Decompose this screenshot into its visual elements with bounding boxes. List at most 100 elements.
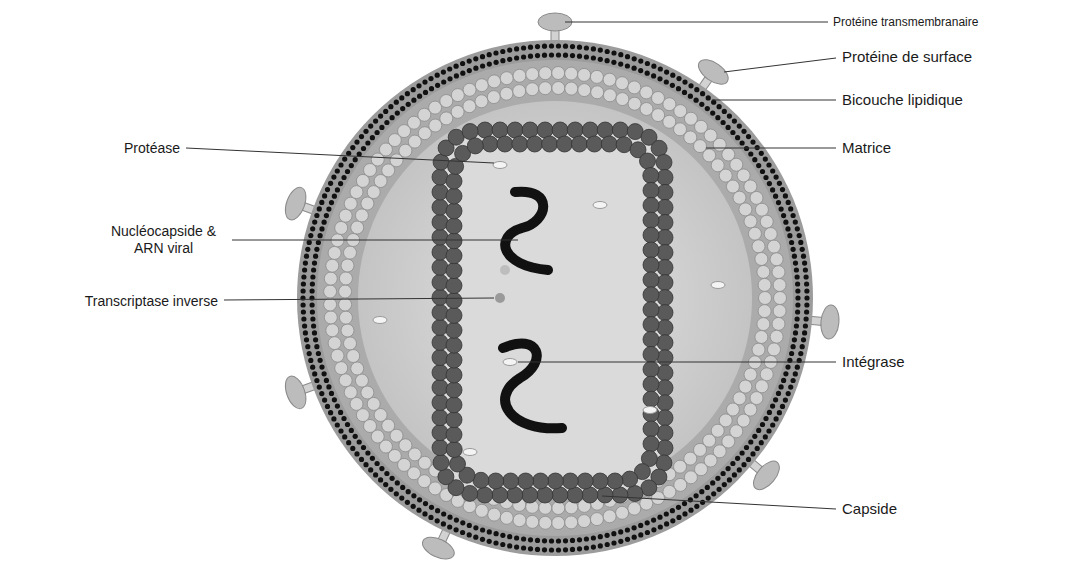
lipid-dot [767,181,772,186]
capsid-ground [440,130,665,495]
part-label: Matrice [842,139,891,157]
lipid-dot [605,58,610,63]
lipid-dot [384,120,389,125]
lipid-dot [549,547,554,552]
lipid-dot [556,43,561,48]
matrix-bead [755,253,768,266]
lipid-dot [577,54,582,59]
enzymes [373,162,725,456]
lipid-dot [324,213,329,218]
lipid-dot [766,428,771,433]
lipid-dot [326,384,331,389]
lipid-dot [312,261,317,266]
lipid-dot [682,511,687,516]
lipid-dot [310,309,315,314]
lipid-dot [301,281,306,286]
lipid-dot [303,330,308,335]
lipid-dot [688,508,693,513]
lipid-dot [405,91,410,96]
matrix-bead [739,380,752,393]
lipid-dot [618,62,623,67]
matrix-bead [552,82,565,95]
lipid-dot [406,489,411,494]
lipid-dot [563,53,568,58]
capsid-bead [597,122,613,138]
matrix-bead [552,67,565,80]
matrix-bead [590,70,603,83]
matrix-bead [733,191,746,204]
leader-lines [186,22,836,509]
lipid-dot [804,302,809,307]
lipid-dot [447,524,452,529]
lipid-dot [316,351,321,356]
matrix-bead [640,103,653,116]
capsid-bead [492,122,508,138]
matrix-bead [326,259,339,272]
matrix-bead [513,514,526,527]
lipid-dot [331,175,336,180]
lipid-dot [350,145,355,150]
matrix-bead [773,279,786,292]
lipid-dot [422,80,427,85]
matrix-bead [726,180,739,193]
matrix-bead [451,105,464,118]
lipid-dot [467,523,472,528]
lipid-dot [779,384,784,389]
lipid-dot [332,194,337,199]
matrix-bead [324,311,337,324]
capsid-bead [446,218,462,234]
capsid-bead [450,456,466,472]
lipid-dot [375,130,380,135]
lipid-dot [618,529,623,534]
lipid-dot [310,288,315,293]
lipid-dot [651,527,656,532]
lipid-dot [763,416,768,421]
lipid-dot [763,175,768,180]
matrix-bead [355,374,368,387]
lipid-dot [311,323,316,328]
lipid-dot [400,485,405,490]
lipid-dot [447,515,452,520]
matrix-beads [324,67,787,530]
lipid-dot [788,206,793,211]
lipid-dot [314,247,319,252]
lipid-dot [804,274,809,279]
capsid-beads [432,122,673,503]
capsid-bead [643,212,659,228]
matrix-bead [750,191,763,204]
matrix-bead [565,516,578,529]
lipid-dot [638,523,643,528]
lipid-dot [319,226,324,231]
lipid-dot [335,187,340,192]
capsid-bead [432,274,448,290]
matrix-bead [344,246,357,259]
capsid-bead [651,140,667,156]
matrix-bead [770,330,783,343]
capsid-bead [432,229,448,245]
capsid-bead [643,287,659,303]
lipid-dot [735,135,740,140]
lipid-dot [312,220,317,225]
lipid-dot [804,309,809,314]
lipid-dot [322,398,327,403]
lipid-dot [346,151,351,156]
lipid-dot [645,71,650,76]
capsid-bead [446,442,462,458]
lipid-dot [422,511,427,516]
lipid-dot [473,56,478,61]
lipid-dot [361,146,366,151]
capsid-bead [438,469,454,485]
capsid-bead [643,168,659,184]
matrix-ground [317,60,793,536]
capsid-bead [657,215,673,231]
lipid-dot [363,462,368,467]
matrix-bead [341,324,354,337]
capsid-bead [643,421,659,437]
lipid-dot [316,240,321,245]
lipid-dot [301,288,306,293]
lipid-dot [312,371,317,376]
lipid-dot [353,157,358,162]
lipid-dot [429,86,434,91]
matrix-bead [539,82,552,95]
